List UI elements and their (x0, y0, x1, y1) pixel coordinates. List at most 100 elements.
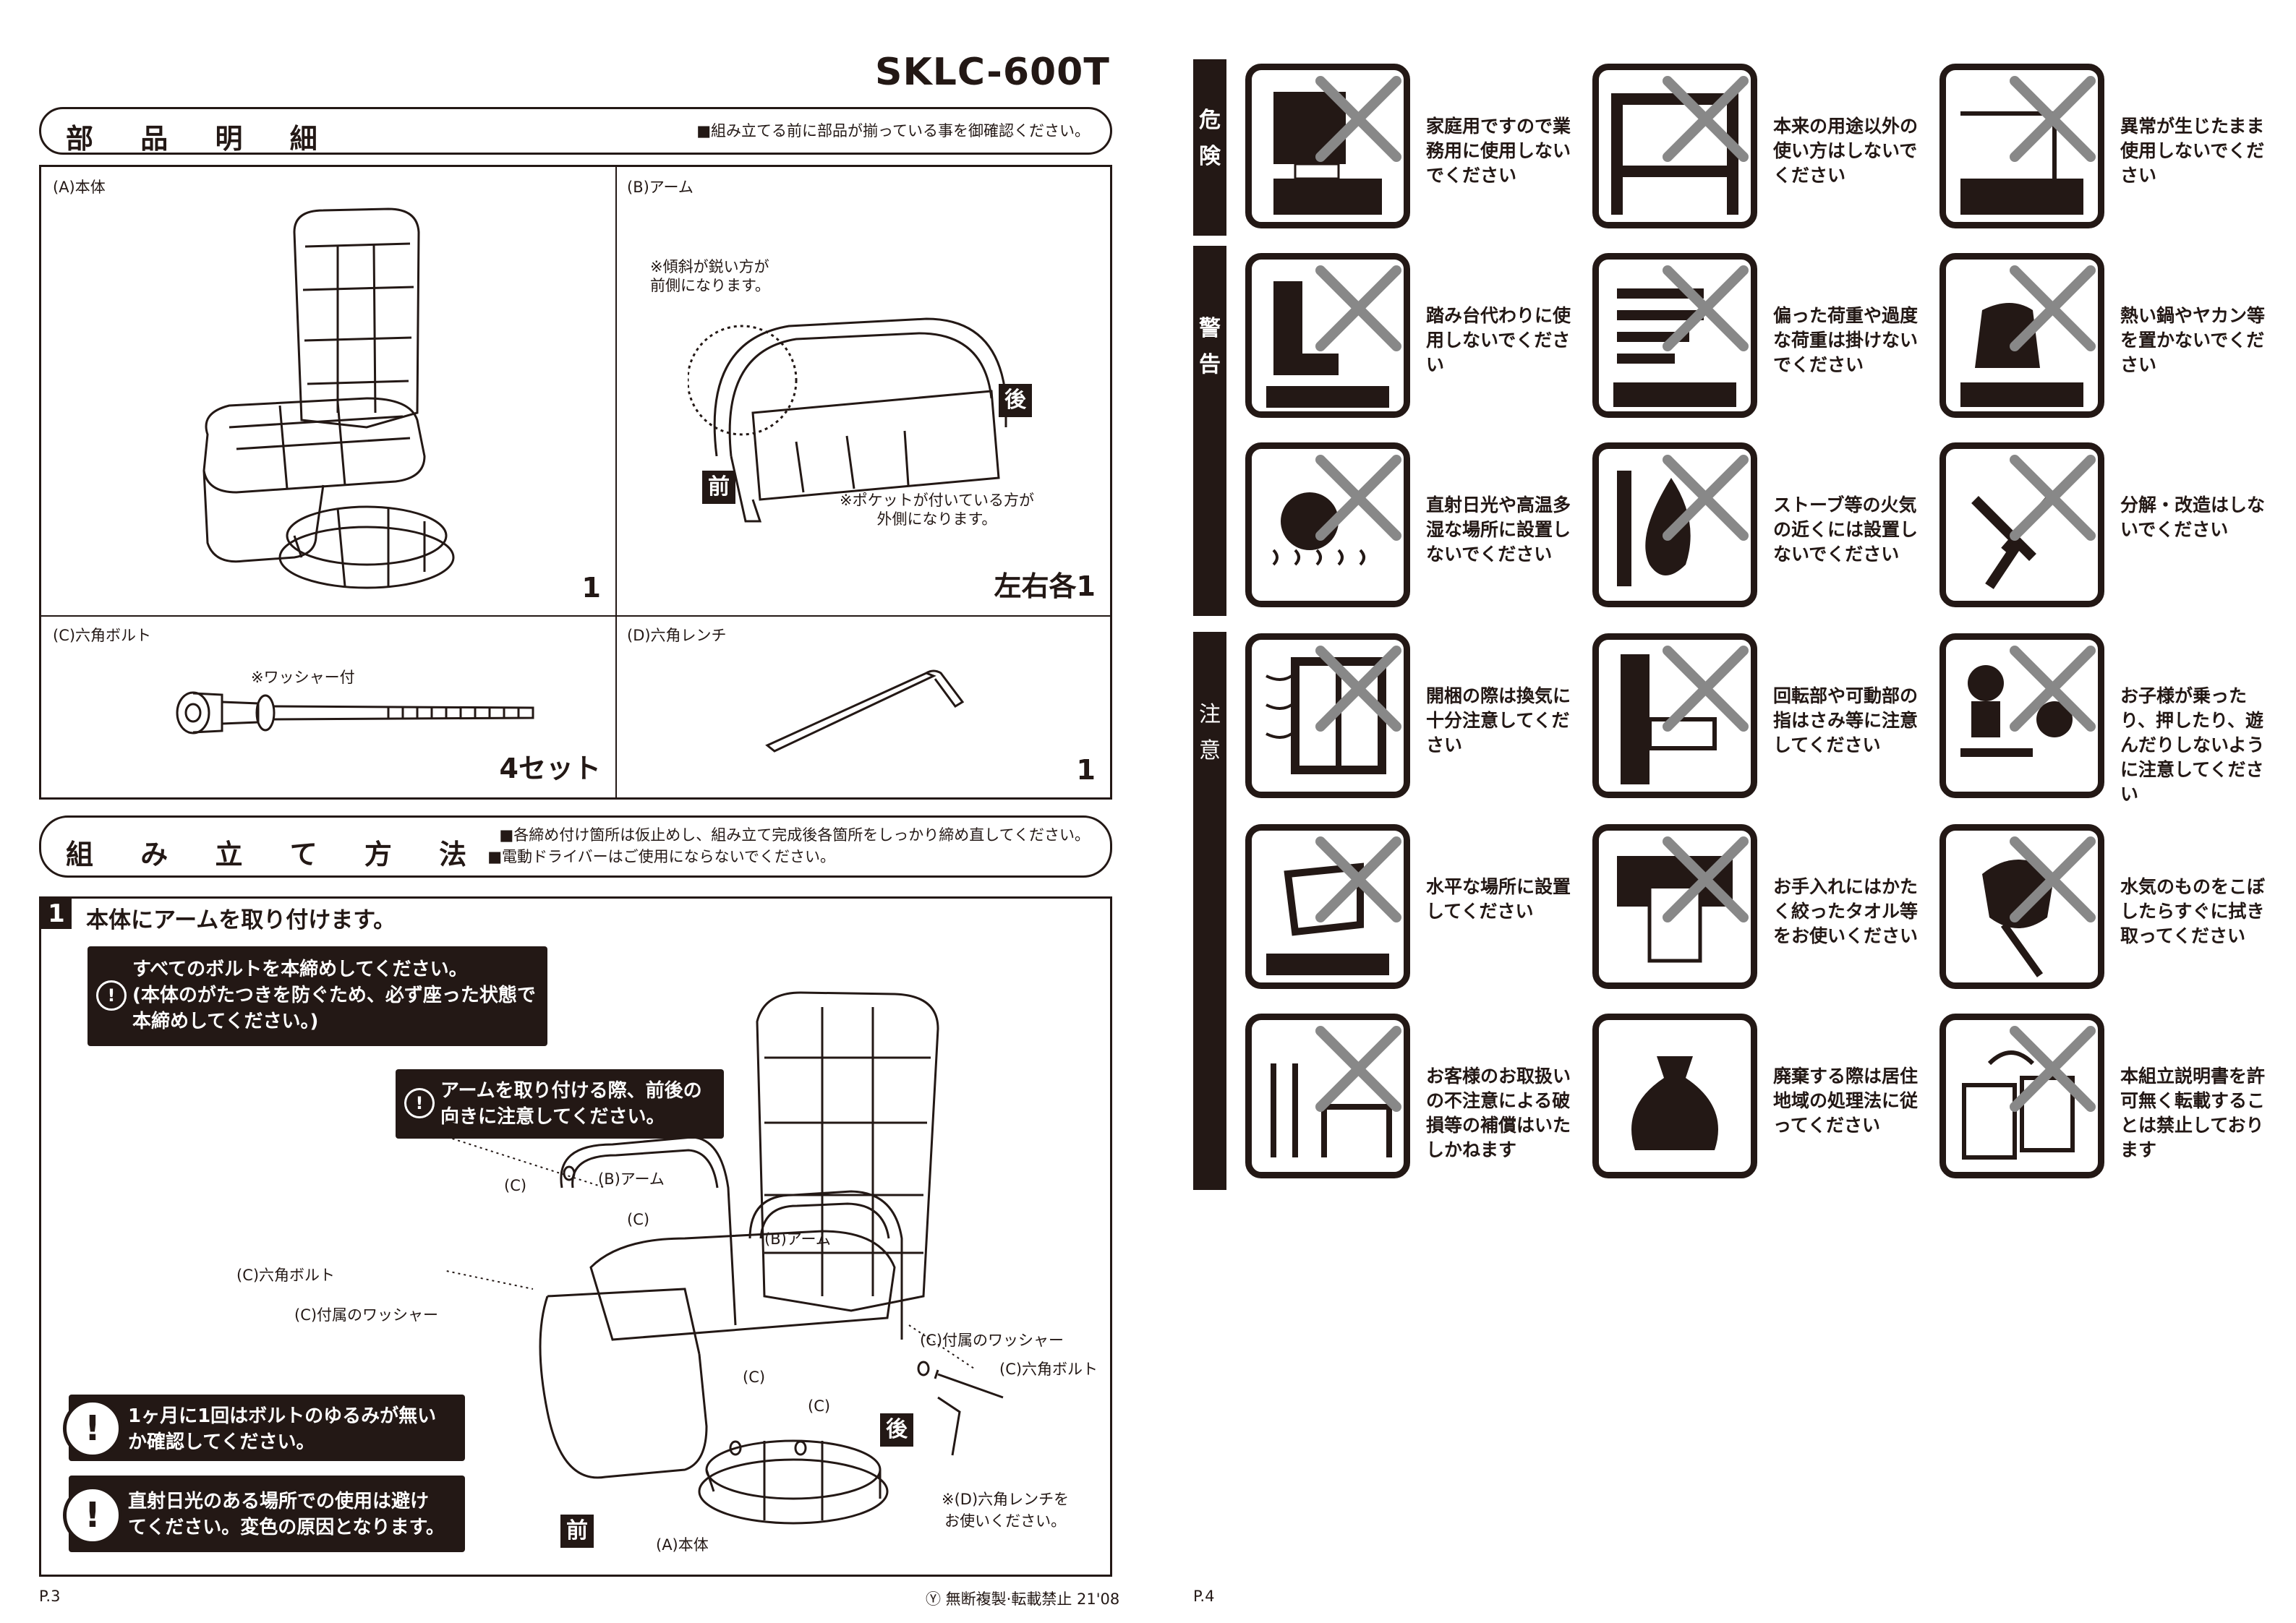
part-b-note-incline: ※傾斜が鋭い方が 前側になります。 (650, 258, 770, 294)
copyright: Ⓨ 無断複製·転載禁止 21'08 (926, 1590, 1120, 1608)
label-c-1: (C) (504, 1177, 527, 1194)
label-c-3: (C) (743, 1369, 766, 1386)
safety-item-text: 家庭用ですので業務用に使用しないでください (1426, 116, 1571, 186)
chair-illustration (202, 207, 455, 589)
part-a-cell: (A)本体 1 (41, 167, 617, 617)
safety-item-text: 本来の用途以外の使い方はしないでください (1773, 116, 1919, 186)
label-c-4: (C) (808, 1397, 831, 1415)
hand-towel-icon (1592, 824, 1757, 989)
safety-item-text: 分解・改造はしないでください (2120, 494, 2266, 540)
label-c-bolt-right: (C)六角ボルト (999, 1361, 1098, 1378)
safety-item-text: 廃棄する際は居住地域の処理法に従ってください (1773, 1066, 1919, 1136)
label-wrench-note: ※(D)六角レンチを お使いください。 (942, 1491, 1070, 1530)
ventilation-window-icon (1245, 633, 1410, 798)
part-d-qty: 1 (1076, 754, 1096, 786)
assembly-illustration (446, 991, 1004, 1525)
part-b-cell: (B)アーム ※傾斜が鋭い方が 前側になります。 前 後 ※ポケットが付いている… (615, 167, 1110, 617)
boot-step-icon (1245, 253, 1410, 418)
safety-item-text: 熱い鍋やヤカン等を置かないでください (2120, 305, 2266, 375)
label-c-washer-right: (C)付属のワッシャー (920, 1332, 1064, 1349)
safety-item-text: 水気のものをこぼしたらすぐに拭き取ってください (2120, 876, 2266, 946)
callout-monthly-check: ! 1ヶ月に1回はボルトのゆるみが無い か確認してください。 (63, 1395, 465, 1461)
warning-icon: ! (404, 1088, 435, 1118)
callout-sunlight-text: 直射日光のある場所での使用は避け てください。変色の原因となります。 (128, 1491, 445, 1538)
safety-item-text: お客様のお取扱いの不注意による破損等の補償はいたしかねます (1426, 1066, 1571, 1160)
arm-back-tag: 後 (999, 384, 1032, 417)
assembly-front-tag: 前 (560, 1515, 594, 1548)
disposal-bag-icon (1592, 1014, 1757, 1178)
tools-disassemble-icon (1939, 442, 2104, 607)
safety-item-text: 水平な場所に設置してください (1426, 876, 1571, 922)
assembly-note-1: ■各締め付け箇所は仮止めし、組み立て完成後各箇所をしっかり締め直してください。 (499, 826, 1090, 844)
step-number: 1 (41, 899, 72, 929)
safety-item-text: 偏った荷重や過度な荷重は掛けないでください (1773, 305, 1919, 375)
parts-grid: (A)本体 1 (B)アーム ※傾斜が鋭い方が 前側になります。 (39, 165, 1112, 800)
wrench-illustration (765, 669, 965, 753)
warning-icon: ! (96, 980, 127, 1011)
page-number-right: P.4 (1193, 1588, 1215, 1605)
warning-label: 警 告 (1193, 246, 1226, 616)
model-number: SKLC-600T (875, 51, 1110, 94)
part-a-qty: 1 (581, 572, 601, 604)
part-b-qty: 左右各1 (994, 570, 1096, 602)
safety-item-text: 異常が生じたまま使用しないでください (2120, 116, 2265, 186)
callout-tighten: ! すべてのボルトを本締めしてください。 (本体のがたつきを防ぐため、必ず座った… (88, 946, 547, 1046)
hand-pinch-icon (1592, 633, 1757, 798)
tools-liability-icon (1245, 1014, 1410, 1178)
part-d-label: (D)六角レンチ (627, 627, 727, 644)
step-title: 本体にアームを取り付けます。 (86, 907, 396, 933)
callout-direction: ! アームを取り付ける際、前後の 向きに注意してください。 (396, 1069, 724, 1139)
level-surface-icon (1245, 824, 1410, 989)
wipe-spill-icon (1939, 824, 2104, 989)
bolt-illustration (176, 691, 534, 735)
safety-item-text: 本組立説明書を許可無く転載することは禁止しております (2120, 1066, 2266, 1160)
part-d-cell: (D)六角レンチ 1 (615, 615, 1110, 797)
safety-item-text: 回転部や可動部の指はさみ等に注意してください (1773, 685, 1919, 755)
safety-item-text: ストーブ等の火気の近くには設置しないでください (1773, 494, 1919, 565)
part-c-qty: 4セット (499, 753, 601, 784)
safety-item-text: お子様が乗ったり、押したり、遊んだりしないように注意してください (2120, 685, 2265, 805)
assembly-title: 組 み 立 て 方 法 (66, 839, 486, 870)
shop-sale-icon (1245, 64, 1410, 228)
fire-stove-icon (1592, 442, 1757, 607)
label-c-2: (C) (627, 1211, 650, 1228)
callout-tighten-text: すべてのボルトを本締めしてください。 (本体のがたつきを防ぐため、必ず座った状態… (132, 959, 536, 1032)
callout-direction-text: アームを取り付ける際、前後の 向きに注意してください。 (440, 1080, 702, 1128)
copy-prohibit-icon (1939, 1014, 2104, 1178)
label-body: (A)本体 (656, 1536, 709, 1554)
part-c-note: ※ワッシャー付 (251, 669, 355, 686)
sun-humid-icon (1245, 442, 1410, 607)
callout-monthly-check-text: 1ヶ月に1回はボルトのゆるみが無い か確認してください。 (128, 1405, 437, 1453)
exclamation-icon: ! (63, 1399, 122, 1458)
part-c-cell: (C)六角ボルト ※ワッシャー付 4セット (41, 615, 617, 797)
arm-illustration (688, 317, 1007, 523)
assembly-back-tag: 後 (880, 1413, 913, 1447)
parts-header: 部 品 明 細 ■組み立てる前に部品が揃っている事を御確認ください。 (39, 107, 1112, 155)
misuse-frame-icon (1592, 64, 1757, 228)
label-b-arm-1: (B)アーム (598, 1170, 665, 1188)
safety-item-text: 直射日光や高温多湿な場所に設置しないでください (1426, 494, 1571, 565)
label-b-arm-2: (B)アーム (764, 1230, 831, 1248)
part-a-label: (A)本体 (53, 179, 106, 196)
label-c-bolt-left: (C)六角ボルト (236, 1267, 336, 1284)
caution-label: 注 意 (1193, 632, 1226, 1190)
exclamation-icon: ! (63, 1486, 122, 1545)
arm-front-tag: 前 (702, 471, 735, 504)
safety-item-text: 開梱の際は換気に十分注意してください (1426, 685, 1571, 755)
children-play-icon (1939, 633, 2104, 798)
part-b-label: (B)アーム (627, 179, 694, 196)
parts-title: 部 品 明 細 (66, 123, 336, 155)
page-number-left: P.3 (39, 1588, 61, 1605)
part-b-note-pocket: ※ポケットが付いている方が 外側になります。 (840, 492, 1034, 528)
hot-kettle-icon (1939, 253, 2104, 418)
part-c-label: (C)六角ボルト (53, 627, 152, 644)
uneven-load-icon (1592, 253, 1757, 418)
safety-item-text: お手入れにはかたく絞ったタオル等をお使いください (1773, 876, 1919, 946)
label-c-washer-left: (C)付属のワッシャー (294, 1306, 439, 1324)
assembly-header: 組 み 立 て 方 法 ■各締め付け箇所は仮止めし、組み立て完成後各箇所をしっか… (39, 815, 1112, 878)
assembly-note-2: ■電動ドライバーはご使用にならないでください。 (487, 848, 835, 865)
parts-note: ■組み立てる前に部品が揃っている事を御確認ください。 (696, 122, 1090, 140)
safety-item-text: 踏み台代わりに使用しないでください (1426, 305, 1571, 375)
callout-sunlight: ! 直射日光のある場所での使用は避け てください。変色の原因となります。 (63, 1476, 465, 1552)
step-1-box: 1 本体にアームを取り付けます。 ! すべてのボルトを本締めしてください。 (本… (39, 896, 1112, 1577)
